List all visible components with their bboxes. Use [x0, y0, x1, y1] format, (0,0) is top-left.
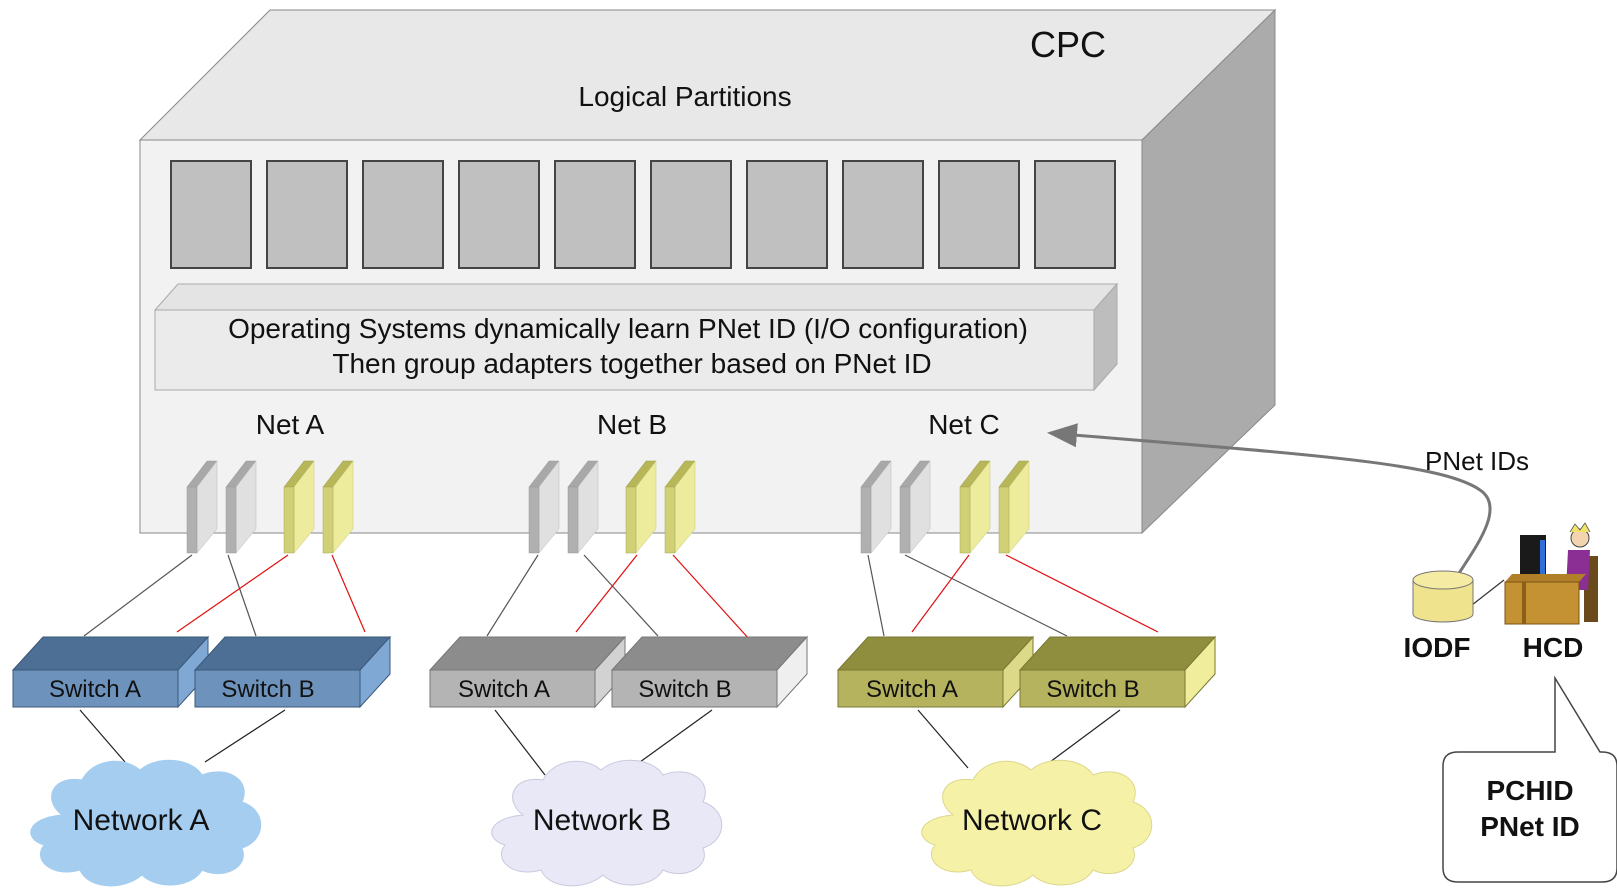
person-head [1570, 528, 1590, 548]
net-b-label: Net B [597, 409, 667, 440]
link [639, 709, 713, 763]
pchid-callout: PCHID PNet ID [1442, 675, 1617, 883]
os-layer: Operating Systems dynamically learn PNet… [153, 282, 1119, 392]
switch-a-net-a-label: Switch A [49, 676, 141, 703]
switch-front [429, 669, 596, 708]
switch-top [193, 636, 392, 671]
cloud-network-a: Network A [30, 759, 262, 887]
partition [458, 160, 540, 269]
switch-a-net-b-label: Switch A [458, 676, 550, 703]
callout-line2: PNet ID [1480, 811, 1580, 842]
link [917, 709, 969, 769]
adapter-links [83, 554, 1159, 641]
callout-line1: PCHID [1486, 775, 1573, 806]
switch-b-net-b-label: Switch B [638, 676, 731, 703]
switch-b-net-a-label: Switch B [221, 676, 314, 703]
network-b-label: Network B [533, 804, 671, 837]
link-red [331, 554, 366, 633]
pnet-ids-label: PNet IDs [1425, 446, 1529, 476]
partition [938, 160, 1020, 269]
callout-bubble [1442, 675, 1617, 883]
os-text-line1: Operating Systems dynamically learn PNet… [228, 313, 1028, 344]
network-c-label: Network C [962, 804, 1102, 837]
switch-top [1018, 636, 1217, 671]
pnet-arrow: PNet IDs [1047, 423, 1529, 589]
partition [554, 160, 636, 269]
partition [266, 160, 348, 269]
iodf-hcd-link [1471, 579, 1505, 606]
hcd-user-icon: HCD [1504, 522, 1598, 663]
os-layer-top [153, 283, 1119, 311]
partition [362, 160, 444, 269]
link-gray [83, 554, 193, 637]
partition [650, 160, 732, 269]
link [1049, 709, 1121, 763]
switch-front [1019, 669, 1186, 708]
net-a-label: Net A [256, 409, 325, 440]
os-text-line2: Then group adapters together based on PN… [332, 348, 931, 379]
link-red [1005, 554, 1159, 633]
link-gray [867, 554, 885, 637]
switch-a-net-b: Switch A [428, 635, 627, 709]
iodf-label: IODF [1404, 632, 1471, 663]
pnet-arrow-line [1047, 423, 1492, 589]
partition [1034, 160, 1116, 269]
cloud-network-b: Network B [491, 759, 723, 887]
link-gray [583, 554, 659, 637]
switch-front [12, 669, 179, 708]
link-red [575, 554, 638, 633]
link-gray [486, 554, 539, 637]
network-a-label: Network A [73, 804, 210, 837]
link-gray [904, 554, 1068, 637]
cpc-box: CPC Logical Partitions [138, 8, 1277, 535]
switch-a-net-c-label: Switch A [866, 676, 958, 703]
switch-b-net-a: Switch B [193, 635, 392, 709]
switch-cloud-links [79, 709, 1121, 776]
link [79, 709, 126, 763]
switch-b-net-c-label: Switch B [1046, 676, 1139, 703]
link-red [672, 554, 751, 641]
link-red [176, 554, 289, 633]
switch-a-net-c: Switch A [836, 635, 1035, 709]
desk-icon [1505, 574, 1586, 582]
partition [842, 160, 924, 269]
link [494, 709, 546, 776]
switch-top [836, 636, 1035, 671]
switch-top [610, 636, 809, 671]
link [204, 709, 286, 763]
database-top [1412, 570, 1474, 590]
switch-top [428, 636, 627, 671]
database-icon [1412, 579, 1474, 623]
switch-b-net-c: Switch B [1018, 635, 1217, 709]
partition [746, 160, 828, 269]
iodf-database: IODF [1404, 570, 1505, 663]
switch-front [194, 669, 361, 708]
net-c-label: Net C [928, 409, 1000, 440]
switch-a-net-a: Switch A [11, 635, 210, 709]
partition [170, 160, 252, 269]
switch-b-net-b: Switch B [610, 635, 809, 709]
cloud-network-c: Network C [921, 759, 1153, 887]
hcd-label: HCD [1523, 632, 1584, 663]
switch-front [837, 669, 1004, 708]
cpc-title: CPC [1030, 24, 1106, 65]
os-layer-front [154, 309, 1095, 391]
logical-partitions-label: Logical Partitions [578, 81, 791, 112]
switch-front [611, 669, 778, 708]
switch-top [11, 636, 210, 671]
link-gray [227, 554, 257, 637]
link-red [911, 554, 970, 633]
logical-partitions [170, 160, 1116, 269]
